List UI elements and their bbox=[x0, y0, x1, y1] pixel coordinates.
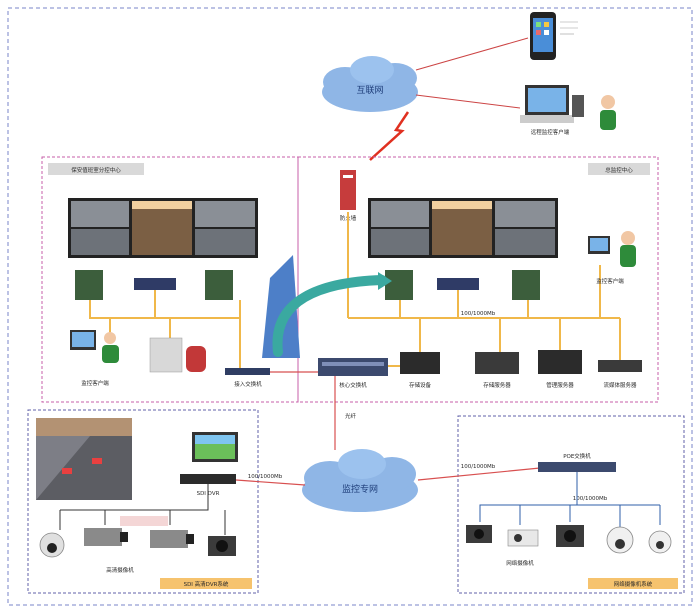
bandwidth-poe: 100/1000Mb bbox=[573, 496, 608, 502]
left-zone-tag bbox=[48, 163, 144, 175]
left-video-wall bbox=[68, 198, 258, 258]
link-dvr-cloud bbox=[235, 479, 306, 486]
link-remote bbox=[415, 94, 521, 109]
smartphone-icon bbox=[530, 12, 578, 60]
zone-dvr-system bbox=[27, 409, 259, 594]
dvr-zone-tag bbox=[160, 578, 252, 589]
left-operator-label: 监控客户端 bbox=[81, 379, 109, 387]
poe-camera-bus bbox=[479, 472, 578, 522]
storage-4-label: 流媒体服务器 bbox=[603, 381, 637, 389]
outer-frame bbox=[7, 7, 693, 606]
bandwidth-top: 100/1000Mb bbox=[461, 311, 496, 317]
zone-right-center bbox=[297, 156, 659, 403]
ip-cameras: 网络摄像机 bbox=[466, 525, 672, 567]
storage-1-label: 存储设备 bbox=[409, 381, 432, 389]
dvr-camera-bus bbox=[60, 484, 209, 511]
storage-2-label: 存储服务器 bbox=[483, 381, 511, 389]
right-zone-label: 总监控中心 bbox=[605, 166, 633, 174]
remote-pc-label: 远程监控客户端 bbox=[531, 128, 570, 136]
cabling bbox=[89, 212, 621, 370]
flow-arrow-graphic bbox=[262, 255, 392, 358]
right-decoders bbox=[385, 270, 540, 300]
network-zone-tag bbox=[588, 578, 678, 589]
bandwidth-left: 100/1000Mb bbox=[248, 474, 283, 480]
link-phone bbox=[415, 37, 529, 71]
vertical-link-label: 光纤 bbox=[345, 412, 357, 420]
right-operator: 监控客户端 bbox=[588, 231, 636, 285]
traffic-scene-image bbox=[36, 418, 132, 500]
bandwidth-right: 100/1000Mb bbox=[461, 464, 496, 470]
hd-cameras-label: 高清摄像机 bbox=[106, 566, 134, 574]
network-zone-label: 网络摄像机系统 bbox=[614, 580, 653, 588]
internet-cloud-label: 互联网 bbox=[356, 85, 383, 96]
remote-workstation: 远程监控客户端 bbox=[520, 85, 616, 136]
monitor-screen bbox=[192, 432, 238, 462]
left-zone-label: 保安值班室分控中心 bbox=[71, 166, 121, 174]
dvr-zone-label: SDI 高清DVR系统 bbox=[184, 580, 229, 588]
right-video-wall bbox=[368, 198, 558, 258]
private-cloud: 监控专网 bbox=[302, 449, 418, 512]
private-cloud-label: 监控专网 bbox=[342, 483, 378, 495]
access-switch-label: 接入交换机 bbox=[234, 380, 262, 388]
hd-cameras: 高清摄像机 bbox=[39, 528, 236, 574]
zone-left-center bbox=[41, 156, 299, 403]
wan-link-bolt bbox=[369, 111, 410, 161]
storage-3-label: 管理服务器 bbox=[546, 381, 574, 389]
right-zone-tag bbox=[588, 163, 650, 175]
core-switch-label: 核心交换机 bbox=[339, 381, 367, 389]
storage-row: 存储设备 存储服务器 管理服务器 流媒体服务器 bbox=[400, 350, 642, 389]
poe-switch-label: POE交换机 bbox=[563, 452, 591, 460]
left-decoders bbox=[75, 270, 233, 300]
core-switch: 核心交换机 bbox=[318, 358, 388, 389]
internet-cloud: 互联网 bbox=[322, 56, 418, 112]
hd-tag bbox=[120, 516, 168, 526]
left-access-switch: 接入交换机 bbox=[225, 368, 270, 388]
alarm-panel bbox=[149, 337, 206, 373]
left-operator: 监控客户端 bbox=[70, 330, 119, 387]
zone-network-system bbox=[457, 415, 685, 594]
link-cloud-poe bbox=[417, 467, 541, 481]
ip-cameras-label: 网络摄像机 bbox=[506, 559, 534, 567]
right-operator-label: 监控客户端 bbox=[596, 277, 624, 285]
poe-switch: POE交换机 bbox=[538, 452, 616, 472]
